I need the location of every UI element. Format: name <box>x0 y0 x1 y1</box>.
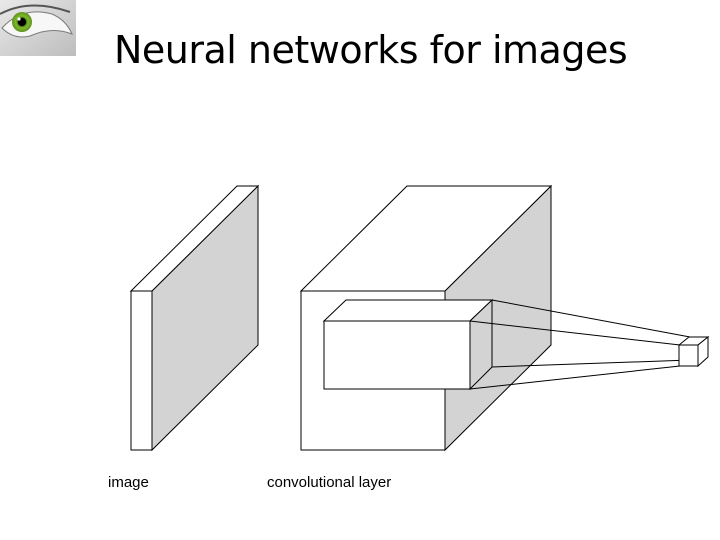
image-caption: image <box>108 474 149 491</box>
receptive-field-front <box>323 320 471 390</box>
projection-line <box>469 320 681 346</box>
image-slab-front <box>130 290 153 451</box>
projection-line <box>491 359 691 368</box>
projection-lines <box>469 299 691 390</box>
receptive-field-box <box>322 298 494 391</box>
projection-line <box>469 365 681 390</box>
neuron-cube-front <box>678 344 699 367</box>
receptive-field-top <box>322 299 494 322</box>
slide-title: Neural networks for images <box>114 28 628 72</box>
projection-line <box>491 299 691 338</box>
image-slab <box>129 184 260 452</box>
output-neuron-cube <box>677 335 710 368</box>
eye-logo-icon <box>0 0 76 56</box>
conv-layer-caption: convolutional layer <box>267 474 392 491</box>
